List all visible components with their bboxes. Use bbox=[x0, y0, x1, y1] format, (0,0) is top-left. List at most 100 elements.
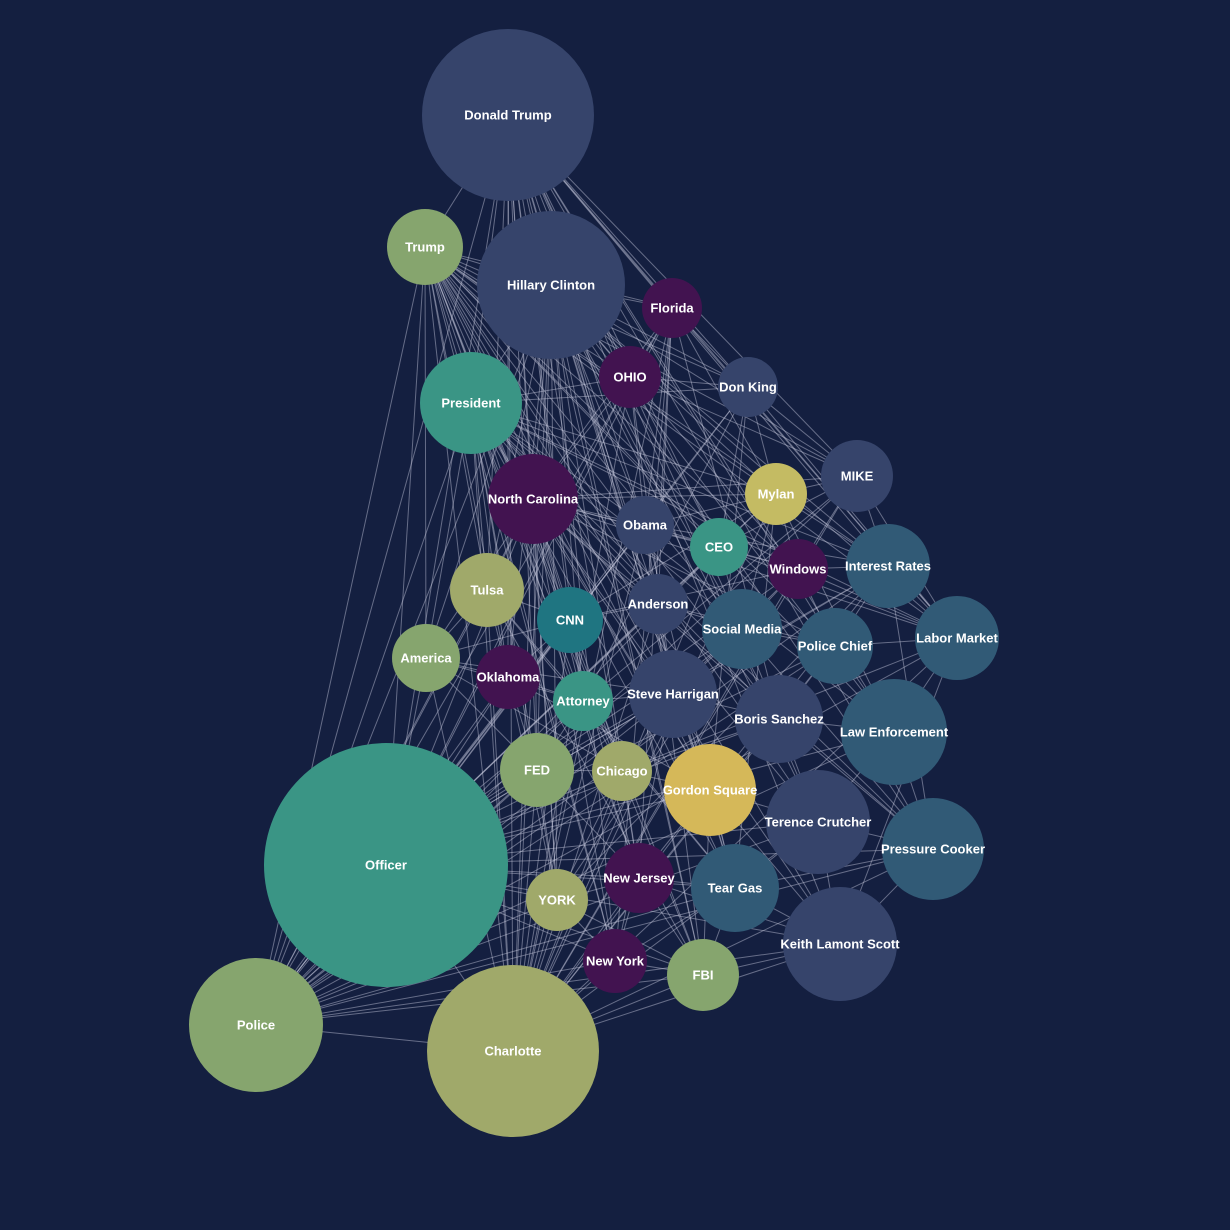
node-terence-crutcher[interactable]: Terence Crutcher bbox=[765, 770, 872, 874]
edge-ceo-ohio bbox=[629, 376, 720, 548]
node-label-police-chief: Police Chief bbox=[798, 639, 873, 654]
node-chicago[interactable]: Chicago bbox=[592, 741, 652, 801]
node-police-chief[interactable]: Police Chief bbox=[797, 608, 873, 684]
node-president[interactable]: President bbox=[420, 352, 522, 454]
edge-new-york-north-carolina bbox=[532, 498, 616, 962]
node-circle-chicago[interactable] bbox=[592, 741, 652, 801]
node-circle-pressure-cooker[interactable] bbox=[882, 798, 984, 900]
node-circle-interest-rates[interactable] bbox=[846, 524, 930, 608]
edge-america-chicago bbox=[425, 657, 623, 772]
node-america[interactable]: America bbox=[392, 624, 460, 692]
node-circle-trump[interactable] bbox=[387, 209, 463, 285]
edge-anderson-trump bbox=[424, 246, 659, 605]
node-york[interactable]: YORK bbox=[526, 869, 588, 931]
node-label-social-media: Social Media bbox=[703, 622, 783, 637]
node-gordon-square[interactable]: Gordon Square bbox=[663, 744, 758, 836]
edge-north-carolina-pressure-cooker bbox=[532, 498, 934, 850]
node-hillary-clinton[interactable]: Hillary Clinton bbox=[477, 211, 625, 359]
node-trump[interactable]: Trump bbox=[387, 209, 463, 285]
node-tulsa[interactable]: Tulsa bbox=[450, 553, 524, 627]
node-circle-hillary-clinton[interactable] bbox=[477, 211, 625, 359]
node-law-enforcement[interactable]: Law Enforcement bbox=[840, 679, 949, 785]
edge-don-king-gordon-square bbox=[709, 386, 749, 791]
node-circle-gordon-square[interactable] bbox=[664, 744, 756, 836]
node-ceo[interactable]: CEO bbox=[690, 518, 748, 576]
node-don-king[interactable]: Don King bbox=[718, 357, 778, 417]
edge-ceo-trump bbox=[424, 246, 720, 548]
node-circle-police-chief[interactable] bbox=[797, 608, 873, 684]
node-circle-america[interactable] bbox=[392, 624, 460, 692]
node-fbi[interactable]: FBI bbox=[667, 939, 739, 1011]
node-circle-terence-crutcher[interactable] bbox=[766, 770, 870, 874]
node-circle-windows[interactable] bbox=[768, 539, 828, 599]
node-circle-steve-harrigan[interactable] bbox=[629, 650, 717, 738]
node-florida[interactable]: Florida bbox=[642, 278, 702, 338]
node-circle-cnn[interactable] bbox=[537, 587, 603, 653]
node-pressure-cooker[interactable]: Pressure Cooker bbox=[881, 798, 985, 900]
node-police[interactable]: Police bbox=[189, 958, 323, 1092]
node-circle-attorney[interactable] bbox=[553, 671, 613, 731]
node-circle-mike[interactable] bbox=[821, 440, 893, 512]
node-steve-harrigan[interactable]: Steve Harrigan bbox=[627, 650, 719, 738]
node-circle-north-carolina[interactable] bbox=[488, 454, 578, 544]
node-circle-social-media[interactable] bbox=[702, 589, 782, 669]
node-circle-police[interactable] bbox=[189, 958, 323, 1092]
node-boris-sanchez[interactable]: Boris Sanchez bbox=[734, 675, 824, 763]
node-donald-trump[interactable]: Donald Trump bbox=[422, 29, 594, 201]
node-circle-anderson[interactable] bbox=[628, 574, 688, 634]
node-labor-market[interactable]: Labor Market bbox=[915, 596, 999, 680]
node-circle-officer[interactable] bbox=[264, 743, 508, 987]
node-circle-tear-gas[interactable] bbox=[691, 844, 779, 932]
node-circle-ceo[interactable] bbox=[690, 518, 748, 576]
node-circle-law-enforcement[interactable] bbox=[841, 679, 947, 785]
node-north-carolina[interactable]: North Carolina bbox=[488, 454, 579, 544]
node-anderson[interactable]: Anderson bbox=[628, 574, 689, 634]
node-circle-labor-market[interactable] bbox=[915, 596, 999, 680]
node-circle-tulsa[interactable] bbox=[450, 553, 524, 627]
node-label-york: YORK bbox=[538, 893, 576, 908]
node-tear-gas[interactable]: Tear Gas bbox=[691, 844, 779, 932]
node-label-cnn: CNN bbox=[556, 613, 584, 628]
node-label-charlotte: Charlotte bbox=[484, 1044, 541, 1059]
node-attorney[interactable]: Attorney bbox=[553, 671, 613, 731]
node-circle-fed[interactable] bbox=[500, 733, 574, 807]
edge-labor-market-north-carolina bbox=[532, 498, 958, 639]
node-charlotte[interactable]: Charlotte bbox=[427, 965, 599, 1137]
node-circle-mylan[interactable] bbox=[745, 463, 807, 525]
node-new-jersey[interactable]: New Jersey bbox=[603, 843, 676, 913]
node-interest-rates[interactable]: Interest Rates bbox=[845, 524, 931, 608]
node-windows[interactable]: Windows bbox=[768, 539, 828, 599]
node-circle-new-jersey[interactable] bbox=[604, 843, 674, 913]
node-cnn[interactable]: CNN bbox=[537, 587, 603, 653]
node-label-donald-trump: Donald Trump bbox=[464, 108, 551, 123]
node-oklahoma[interactable]: Oklahoma bbox=[476, 645, 540, 709]
edge-new-york-steve-harrigan bbox=[614, 693, 674, 962]
node-circle-obama[interactable] bbox=[616, 496, 674, 554]
edge-fed-north-carolina bbox=[532, 498, 538, 771]
node-circle-new-york[interactable] bbox=[583, 929, 647, 993]
node-mylan[interactable]: Mylan bbox=[745, 463, 807, 525]
node-circle-keith-lamont-scott[interactable] bbox=[783, 887, 897, 1001]
node-circle-york[interactable] bbox=[526, 869, 588, 931]
node-circle-ohio[interactable] bbox=[599, 346, 661, 408]
node-fed[interactable]: FED bbox=[500, 733, 574, 807]
node-label-gordon-square: Gordon Square bbox=[663, 783, 758, 798]
edge-fbi-hillary-clinton bbox=[550, 284, 704, 976]
node-mike[interactable]: MIKE bbox=[821, 440, 893, 512]
node-circle-florida[interactable] bbox=[642, 278, 702, 338]
node-circle-oklahoma[interactable] bbox=[476, 645, 540, 709]
node-circle-fbi[interactable] bbox=[667, 939, 739, 1011]
node-keith-lamont-scott[interactable]: Keith Lamont Scott bbox=[780, 887, 900, 1001]
node-new-york[interactable]: New York bbox=[583, 929, 647, 993]
node-circle-charlotte[interactable] bbox=[427, 965, 599, 1137]
node-circle-president[interactable] bbox=[420, 352, 522, 454]
node-obama[interactable]: Obama bbox=[616, 496, 674, 554]
node-social-media[interactable]: Social Media bbox=[702, 589, 782, 669]
node-circle-boris-sanchez[interactable] bbox=[735, 675, 823, 763]
edge-social-media-trump bbox=[424, 246, 743, 630]
node-circle-donald-trump[interactable] bbox=[422, 29, 594, 201]
node-ohio[interactable]: OHIO bbox=[599, 346, 661, 408]
node-circle-don-king[interactable] bbox=[718, 357, 778, 417]
node-officer[interactable]: Officer bbox=[264, 743, 508, 987]
